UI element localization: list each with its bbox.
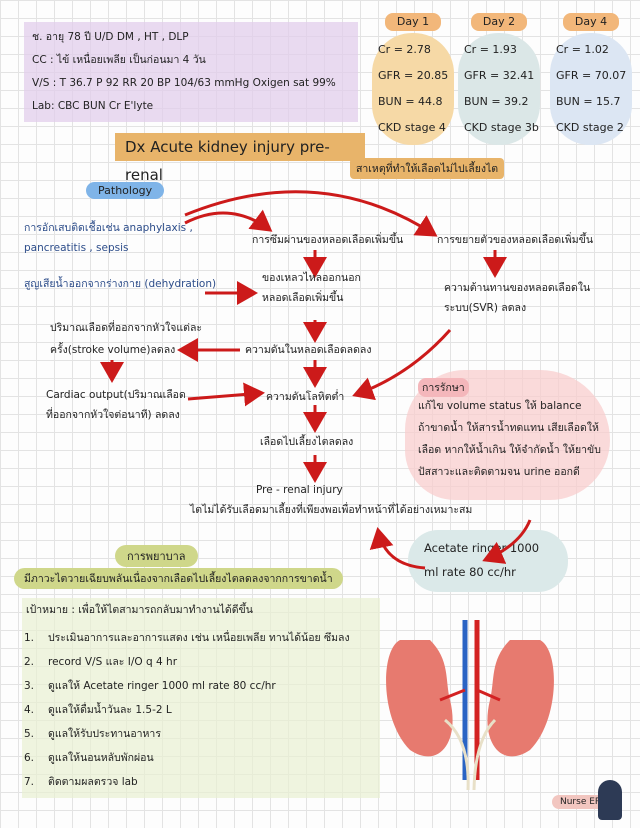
gfr-value: GFR = 20.85	[378, 69, 449, 82]
treatment-line: ถ้าขาดน้ำ ให้สารน้ำทดแทน เสียเลือดให้	[418, 422, 599, 434]
gfr-value: GFR = 32.41	[464, 69, 535, 82]
node-prerenal-desc: ไตไม่ได้รับเลือดมาเลี้ยงที่เพียงพอเพื่อท…	[190, 504, 473, 516]
node-prerenal: Pre - renal injury	[256, 484, 343, 496]
nursing-label: การพยาบาล	[115, 545, 198, 567]
arrow	[184, 209, 273, 232]
arrow	[187, 382, 265, 407]
nursing-item: 6.ดูแลให้นอนหลับพักผ่อน	[24, 752, 154, 764]
patient-info: ช. อายุ 78 ปี U/D DM , HT , DLP CC : ไข้…	[24, 22, 358, 122]
cause-infection-cont: pancreatitis , sepsis	[24, 242, 129, 254]
nursing-item: 7.ติดตามผลตรวจ lab	[24, 776, 138, 788]
node-stroke-volume: ปริมาณเลือดที่ออกจากหัวใจแต่ละ	[50, 322, 203, 334]
gfr-value: GFR = 70.07	[556, 69, 627, 82]
node-cardiac-output-cont: ที่ออกจากหัวใจต่อนาที) ลดลง	[46, 409, 180, 421]
cr-value: Cr = 1.93	[464, 43, 517, 56]
nursing-item: 2.record V/S และ I/O q 4 hr	[24, 656, 178, 668]
cr-value: Cr = 2.78	[378, 43, 431, 56]
node-fluid-shift-cont: หลอดเลือดเพิ่มขึ้น	[262, 292, 344, 304]
treatment-line: ปัสสาวะและติดตามจน urine ออกดี	[418, 466, 580, 478]
cause-subtitle: สาเหตุที่ทำให้เลือดไม่ไปเลี้ยงไต	[350, 158, 505, 179]
node-vascular-pressure: ความดันในหลอดเลือดลดลง	[245, 344, 372, 356]
node-cardiac-output: Cardiac output(ปริมาณเลือด	[46, 389, 186, 401]
ckd-stage: CKD stage 3b	[464, 121, 539, 134]
day-4-card: Day 4 Cr = 1.02 GFR = 70.07 BUN = 15.7 C…	[550, 10, 632, 145]
kidney-illustration	[386, 620, 554, 791]
arrow	[352, 329, 452, 401]
node-permeability: การซึมผ่านของหลอดเลือดเพิ่มขึ้น	[252, 234, 404, 246]
nursing-panel	[22, 598, 380, 798]
arrow	[369, 527, 426, 570]
cause-dehydration: สูญเสียน้ำออกจากร่างกาย (dehydration)	[24, 278, 217, 290]
bun-value: BUN = 44.8	[378, 95, 443, 108]
treatment-line: แก้ไข volume status ให้ balance	[418, 400, 582, 412]
nurse-er-badge: Nurse ER	[552, 795, 610, 809]
day-label: Day 1	[384, 13, 442, 31]
node-stroke-volume-cont: ครั้ง(stroke volume)ลดลง	[50, 344, 176, 356]
node-fluid-shift: ของเหลวไหลออกนอก	[262, 272, 361, 284]
ckd-stage: CKD stage 2	[556, 121, 624, 134]
day-1-card: Day 1 Cr = 2.78 GFR = 20.85 BUN = 44.8 C…	[372, 10, 454, 145]
nursing-goal: เป้าหมาย : เพื่อให้ไตสามารถกลับมาทำงานได…	[26, 604, 253, 616]
arrow	[482, 519, 532, 564]
day-label: Day 4	[562, 13, 620, 31]
node-vasodilation: การขยายตัวของหลอดเลือดเพิ่มขึ้น	[437, 234, 594, 246]
treatment-line: เลือด หากให้น้ำเกิน ให้จำกัดน้ำ ให้ยาขับ	[418, 444, 601, 456]
day-2-card: Day 2 Cr = 1.93 GFR = 32.41 BUN = 39.2 C…	[458, 10, 540, 145]
diagnosis-title: Dx Acute kidney injury pre-renal	[115, 133, 365, 184]
arrow	[184, 190, 438, 237]
nursing-item: 1.ประเมินอาการและอาการแสดง เช่น เหนื่อยเ…	[24, 632, 350, 644]
treatment-label: การรักษา	[418, 378, 469, 397]
node-svr-cont: ระบบ(SVR) ลดลง	[444, 302, 527, 314]
cause-infection: การอักเสบติดเชื้อเช่น anaphylaxis ,	[24, 222, 193, 234]
nursing-item: 5.ดูแลให้รับประทานอาหาร	[24, 728, 161, 740]
patient-demographics: ช. อายุ 78 ปี U/D DM , HT , DLP	[32, 31, 189, 43]
lab-list: Lab: CBC BUN Cr E'lyte	[32, 100, 154, 112]
day-label: Day 2	[470, 13, 528, 31]
vital-signs: V/S : T 36.7 P 92 RR 20 BP 104/63 mmHg O…	[32, 77, 336, 89]
pathology-label: Pathology	[86, 182, 165, 199]
acetate-rate: ml rate 80 cc/hr	[424, 565, 516, 579]
nurse-avatar-icon	[598, 780, 622, 820]
chief-complaint: CC : ไข้ เหนื่อยเพลีย เป็นก่อนมา 4 วัน	[32, 54, 206, 66]
bun-value: BUN = 15.7	[556, 95, 621, 108]
nursing-item: 3.ดูแลให้ Acetate ringer 1000 ml rate 80…	[24, 680, 276, 692]
node-svr: ความต้านทานของหลอดเลือดใน	[444, 282, 591, 294]
nursing-item: 4.ดูแลให้ดื่มน้ำวันละ 1.5-2 L	[24, 704, 172, 716]
node-renal-perfusion: เลือดไปเลี้ยงไตลดลง	[260, 436, 354, 448]
node-hypotension: ความดันโลหิตต่ำ	[266, 391, 345, 403]
nursing-list: 1.ประเมินอาการและอาการแสดง เช่น เหนื่อยเ…	[24, 626, 350, 794]
nursing-diagnosis: มีภาวะไตวายเฉียบพลันเนื่องจากเลือดไปเลี้…	[14, 568, 343, 589]
ckd-stage: CKD stage 4	[378, 121, 446, 134]
cr-value: Cr = 1.02	[556, 43, 609, 56]
bun-value: BUN = 39.2	[464, 95, 529, 108]
